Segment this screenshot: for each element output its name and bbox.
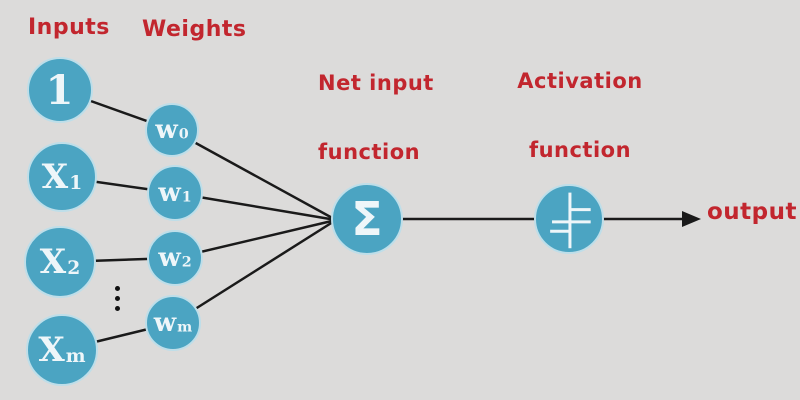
node-subscript: m: [65, 345, 86, 368]
ellipsis-dots: [115, 286, 120, 311]
activation-heading: Activation function: [505, 24, 655, 208]
activation-heading-line2: function: [528, 138, 632, 162]
node-subscript: m: [177, 319, 193, 336]
node-label: w: [155, 115, 178, 145]
node-subscript: 1: [181, 189, 192, 206]
node-subscript: 0: [178, 126, 189, 143]
node-subscript: 2: [67, 257, 81, 280]
step-function-icon: [550, 192, 591, 249]
node-subscript: 2: [181, 254, 192, 271]
node-label: w: [153, 308, 177, 338]
arrowhead-icon: [682, 211, 701, 227]
wire-w0-sum: [171, 128, 337, 222]
sum-node: Σ: [331, 183, 403, 255]
net-input-heading: Net input function: [318, 26, 434, 210]
node-subscript: 1: [69, 172, 83, 195]
wire-wm-sum: [172, 218, 337, 325]
net-input-heading-line1: Net input: [318, 71, 434, 95]
node-label: X: [38, 330, 65, 370]
node-label: X: [39, 242, 67, 282]
ellipsis-dot: [115, 306, 120, 311]
activation-heading-line1: Activation: [517, 69, 643, 93]
net-input-heading-line2: function: [318, 140, 421, 164]
node-label: 1: [45, 66, 74, 114]
ellipsis-dot: [115, 286, 120, 291]
weights-heading: Weights: [142, 17, 247, 42]
output-label: output: [707, 199, 798, 225]
node-label: w: [158, 178, 181, 208]
ellipsis-dot: [115, 296, 120, 301]
node-label: X: [41, 157, 69, 197]
sigma-symbol: Σ: [351, 192, 383, 246]
node-label: w: [158, 243, 181, 273]
activation-node: [534, 184, 604, 254]
inputs-heading: Inputs: [28, 15, 110, 40]
input-node-bias: 1: [27, 57, 93, 123]
